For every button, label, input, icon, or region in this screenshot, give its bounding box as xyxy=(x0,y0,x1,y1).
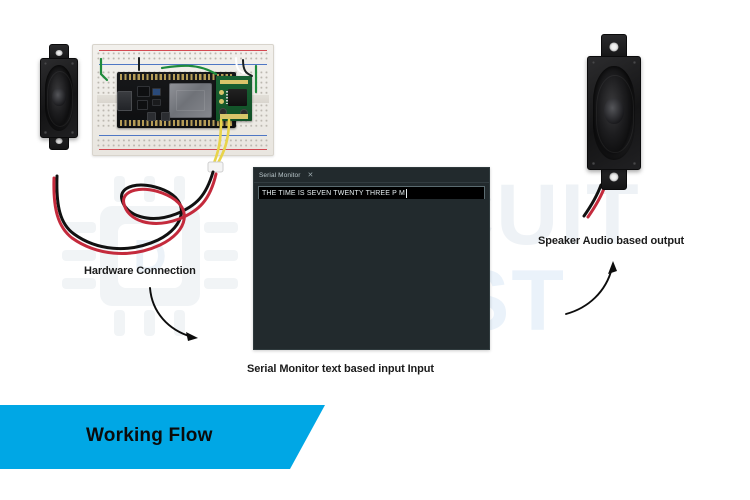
caption-speaker-output: Speaker Audio based output xyxy=(538,235,685,247)
caption-serial-monitor: Serial Monitor text based input Input xyxy=(247,363,434,375)
audio-amplifier-module xyxy=(216,76,252,121)
amplifier-ic xyxy=(226,89,247,106)
serial-input-value: THE TIME IS SEVEN TWENTY THREE P M xyxy=(262,190,405,197)
speaker-left xyxy=(40,44,78,150)
tab-serial-monitor[interactable]: Serial Monitor xyxy=(259,171,301,179)
serial-monitor-output-area xyxy=(254,199,489,349)
working-flow-banner xyxy=(0,405,325,469)
speaker-right xyxy=(587,34,641,190)
text-caret xyxy=(405,189,407,198)
esp32-rf-shield xyxy=(169,83,212,118)
curved-arrow-up-right xyxy=(565,261,617,315)
banner-label: Working Flow xyxy=(86,425,213,446)
usb-connector xyxy=(117,91,132,111)
curved-arrow-down-right xyxy=(149,287,198,341)
serial-monitor-panel[interactable]: Serial Monitor ✕ THE TIME IS SEVEN TWENT… xyxy=(253,167,490,350)
close-icon[interactable]: ✕ xyxy=(307,171,314,179)
caption-hardware-connection: Hardware Connection xyxy=(84,265,196,277)
serial-monitor-tabbar: Serial Monitor ✕ xyxy=(254,168,489,183)
